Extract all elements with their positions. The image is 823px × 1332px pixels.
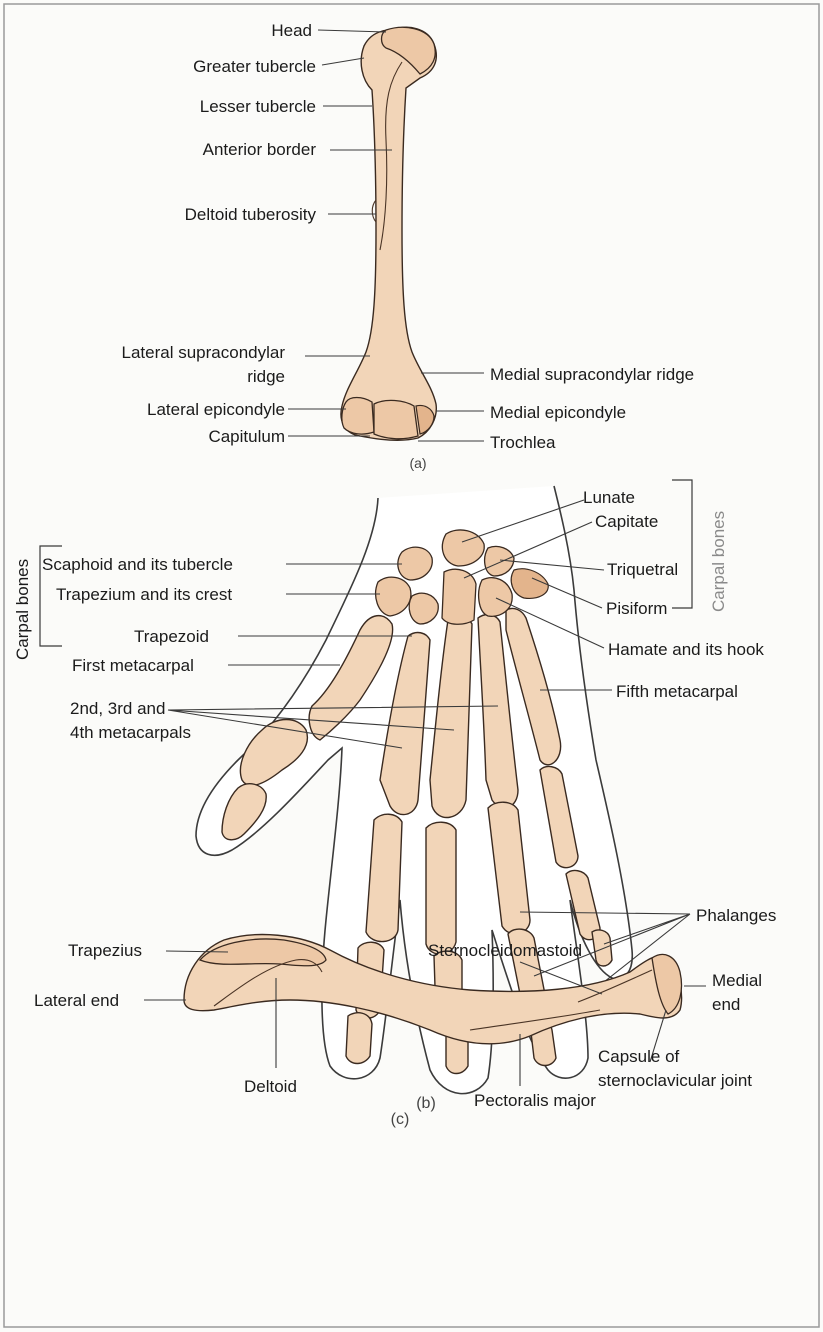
label-medial-end-line2: end [712, 995, 740, 1014]
leader-greater-tubercle [322, 58, 364, 65]
label-pisiform: Pisiform [606, 599, 667, 618]
label-metacarpals-234-line2: 4th metacarpals [70, 723, 191, 742]
label-lateral-end: Lateral end [34, 991, 119, 1010]
caption-b: (b) [416, 1095, 436, 1112]
leader-head [318, 30, 386, 32]
label-lateral-epicondyle: Lateral epicondyle [147, 400, 285, 419]
label-deltoid-tuberosity: Deltoid tuberosity [185, 205, 317, 224]
label-capsule-line1: Capsule of [598, 1047, 680, 1066]
label-lesser-tubercle: Lesser tubercle [200, 97, 316, 116]
label-capsule-line2: sternoclavicular joint [598, 1071, 752, 1090]
label-capitulum: Capitulum [208, 427, 285, 446]
label-anterior-border: Anterior border [203, 140, 317, 159]
label-deltoid: Deltoid [244, 1077, 297, 1096]
label-lateral-supracondylar-line2: ridge [247, 367, 285, 386]
label-trochlea: Trochlea [490, 433, 556, 452]
label-pectoralis-major: Pectoralis major [474, 1091, 596, 1110]
caption-c: (c) [391, 1111, 410, 1128]
label-hamate: Hamate and its hook [608, 640, 764, 659]
bracket-carpal-right [672, 480, 692, 608]
label-lateral-supracondylar-line1: Lateral supracondylar [122, 343, 286, 362]
caption-a: (a) [409, 455, 426, 471]
humerus-bone [341, 27, 436, 440]
label-triquetral: Triquetral [607, 560, 678, 579]
label-trapezius: Trapezius [68, 941, 142, 960]
label-fifth-metacarpal: Fifth metacarpal [616, 682, 738, 701]
label-sternocleidomastoid: Sternocleidomastoid [428, 941, 582, 960]
label-first-metacarpal: First metacarpal [72, 656, 194, 675]
label-medial-supracondylar: Medial supracondylar ridge [490, 365, 694, 384]
label-phalanges: Phalanges [696, 906, 776, 925]
label-medial-epicondyle: Medial epicondyle [490, 403, 626, 422]
label-carpal-bones-right: Carpal bones [709, 511, 728, 612]
label-greater-tubercle: Greater tubercle [193, 57, 316, 76]
label-scaphoid: Scaphoid and its tubercle [42, 555, 233, 574]
label-carpal-bones-left: Carpal bones [13, 559, 32, 660]
label-trapezium: Trapezium and its crest [56, 585, 232, 604]
panel-c-clavicle: Trapezius Lateral end Deltoid Sternoclei… [34, 935, 762, 1128]
label-trapezoid: Trapezoid [134, 627, 209, 646]
label-head: Head [271, 21, 312, 40]
label-medial-end-line1: Medial [712, 971, 762, 990]
panel-a-humerus: Head Greater tubercle Lesser tubercle An… [122, 21, 695, 471]
label-lunate: Lunate [583, 488, 635, 507]
label-metacarpals-234-line1: 2nd, 3rd and [70, 699, 165, 718]
label-capitate: Capitate [595, 512, 658, 531]
